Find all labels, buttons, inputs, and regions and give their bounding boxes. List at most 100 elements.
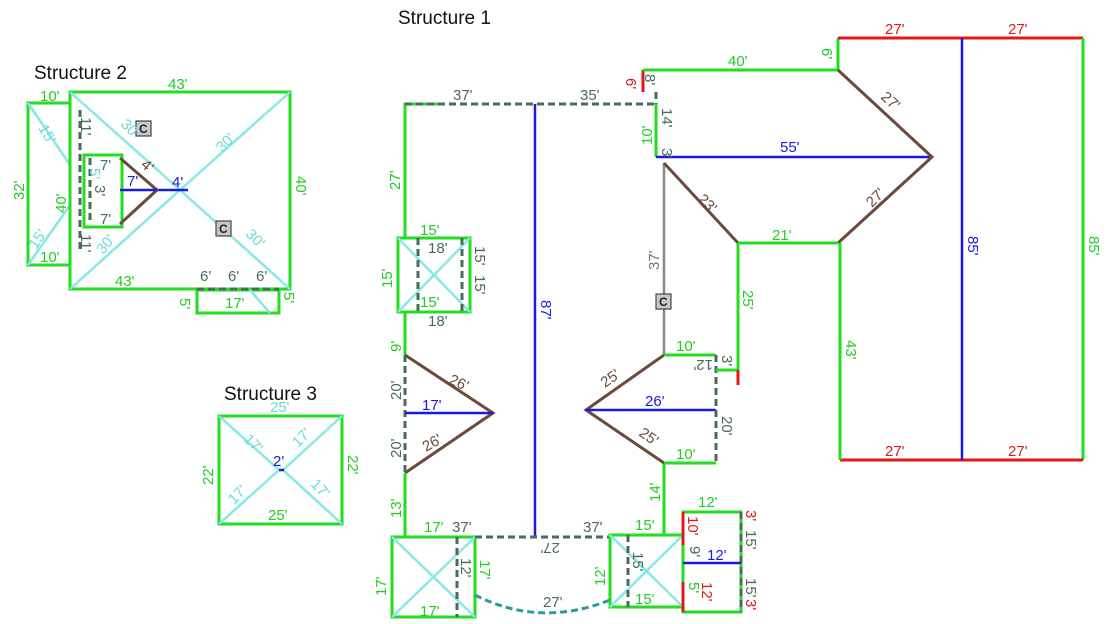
label: 26': [645, 393, 665, 410]
label: 27': [387, 170, 404, 190]
s3-hip-line: [218, 415, 280, 471]
label: 14': [658, 108, 675, 128]
label: 17': [422, 397, 442, 414]
label: 10': [684, 516, 701, 536]
label: 15': [742, 530, 759, 550]
label: 87': [537, 300, 554, 320]
s3-roof: [217, 414, 344, 526]
label: 27': [1008, 443, 1028, 460]
structure-2: C C 10' 43' 32' 15' 15' 40' 10' 11' 11' …: [11, 76, 309, 315]
label: 37': [646, 250, 663, 270]
label: 11': [77, 117, 94, 136]
label: 22': [344, 455, 361, 475]
label: 18': [428, 313, 448, 330]
s1-eave: [403, 102, 445, 237]
structure-1-title: Structure 1: [398, 8, 491, 29]
label: 22': [200, 465, 217, 485]
label: 17': [240, 431, 266, 457]
s2-marker-c: [135, 120, 152, 137]
s2-hip-line: [26, 204, 72, 266]
label: 12': [592, 566, 609, 586]
label: 14': [647, 482, 664, 502]
label: 25': [739, 290, 756, 310]
label: 43': [115, 273, 135, 290]
label: 15': [742, 578, 759, 598]
s3-hip-line: [218, 469, 280, 525]
s2-hip-line: [69, 189, 181, 290]
s1-hip-line: [391, 536, 476, 618]
label: 7': [127, 173, 138, 190]
label: 3': [718, 355, 735, 366]
s2-marker-c-label: C: [139, 122, 148, 136]
label: 43': [842, 340, 859, 360]
label: 5': [86, 168, 103, 179]
label: 37': [453, 87, 473, 104]
label: 27': [543, 594, 563, 611]
label: 23': [694, 191, 720, 217]
s1-valley-line: [662, 161, 740, 245]
label: 3': [742, 510, 759, 521]
label: 35': [580, 87, 600, 104]
label: 11': [77, 234, 94, 253]
label: 12': [707, 547, 727, 564]
label: 40': [53, 193, 70, 213]
s1-valley-line: [836, 68, 935, 245]
label: 2': [273, 453, 284, 470]
label: 5': [685, 582, 702, 593]
s1-skylight: [396, 236, 472, 314]
label: 20': [388, 380, 405, 400]
label: 10': [676, 446, 696, 463]
label: 17': [476, 560, 493, 580]
label: 12': [693, 356, 713, 373]
label: 17': [225, 482, 251, 508]
label: 27': [863, 185, 889, 211]
structure-3-title: Structure 3: [224, 384, 317, 405]
s1-hip-line: [609, 534, 684, 608]
label: 4': [172, 174, 183, 191]
label: 15': [379, 268, 396, 288]
label: 12': [698, 494, 718, 511]
label: 55': [780, 139, 800, 156]
label: 10': [40, 249, 60, 266]
label: 27': [885, 21, 905, 38]
label: 27': [540, 539, 560, 556]
label: 4': [137, 156, 157, 176]
label: 6': [622, 78, 639, 89]
label: 37': [452, 519, 472, 536]
label: 30': [213, 130, 239, 156]
label: 40': [728, 53, 748, 70]
label: 9': [686, 546, 703, 557]
label: 6': [200, 268, 211, 285]
label: 25': [270, 399, 290, 416]
label: 3': [742, 599, 759, 610]
label: 40': [292, 176, 309, 196]
label: 32': [11, 180, 28, 200]
label: 15': [420, 294, 440, 311]
label: 15': [629, 552, 646, 572]
label: 13': [388, 498, 405, 518]
label: 6': [256, 268, 267, 285]
label: 20': [718, 416, 735, 436]
s2-hip-line: [249, 289, 271, 314]
s3-hip-line: [282, 469, 343, 525]
label: 15': [471, 275, 488, 295]
s2-marker-c-label: C: [219, 222, 228, 236]
s1-curved-edge: [474, 593, 611, 615]
label: 17': [289, 425, 315, 451]
label: 25': [268, 507, 288, 524]
label: 7': [100, 157, 111, 174]
label: 37': [583, 519, 603, 536]
label: 15': [420, 222, 440, 239]
label: 3': [91, 185, 108, 196]
label: 12': [698, 582, 715, 602]
s1-marker-c: [655, 293, 672, 310]
label: 8': [641, 74, 658, 85]
label: 85': [1085, 236, 1102, 256]
label: 17': [373, 576, 390, 596]
s2-marker-c: [215, 220, 232, 237]
s2-hip-line: [179, 91, 291, 191]
s1-hip-line: [397, 237, 471, 313]
label: 6': [818, 48, 835, 59]
label: 43': [168, 76, 188, 93]
